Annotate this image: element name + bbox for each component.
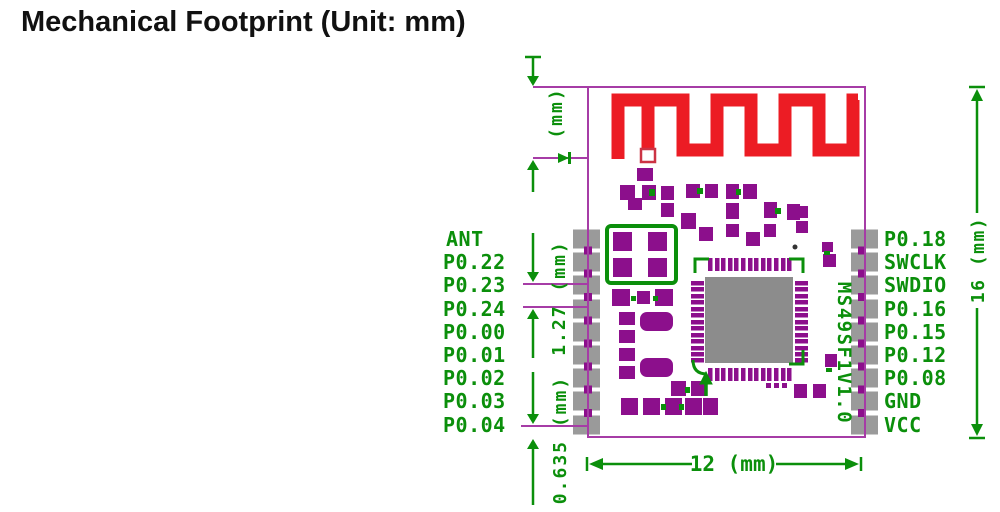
pin-label-gnd: GND	[884, 389, 922, 413]
component-pads	[612, 168, 837, 415]
antenna-trace	[611, 93, 860, 159]
pin-label-p001: P0.01	[443, 343, 506, 367]
module-silkscreen-label: MS49SF1V1.0	[833, 281, 855, 425]
crystal-footprint	[605, 224, 678, 285]
pin-label-p000: P0.00	[443, 320, 506, 344]
pin-label-vcc: VCC	[884, 413, 922, 437]
dimension-bottom	[585, 457, 863, 471]
pin-label-p024: P0.24	[443, 297, 506, 321]
pin-label-p022: P0.22	[443, 250, 506, 274]
pin-label-p002: P0.02	[443, 366, 506, 390]
pin-label-p012: P0.12	[884, 343, 947, 367]
pin-label-p008: P0.08	[884, 366, 947, 390]
pin-label-p016: P0.16	[884, 297, 947, 321]
dim-label-antenna-unit: (mm)	[546, 87, 567, 139]
antenna-feed-pad	[639, 147, 657, 164]
pin-label-ant: ANT	[446, 227, 484, 251]
dim-label-bottom-offset: 0.635 (mm)	[550, 375, 571, 505]
pin-label-p003: P0.03	[443, 389, 506, 413]
pin-label-p004: P0.04	[443, 413, 506, 437]
pin1-dot	[792, 244, 798, 250]
dim-label-board-height: 16 (mm)	[968, 216, 989, 304]
pin-label-p015: P0.15	[884, 320, 947, 344]
main-chip	[691, 257, 808, 396]
dimension-right	[969, 85, 985, 440]
dim-label-pad-pitch: 1.27 (mm)	[549, 240, 570, 356]
pin-label-p023: P0.23	[443, 273, 506, 297]
edge-pads-left	[573, 229, 600, 435]
pin-label-swclk: SWCLK	[884, 250, 947, 274]
dim-label-board-width: 12 (mm)	[689, 452, 779, 476]
pin-label-swdio: SWDIO	[884, 273, 947, 297]
page-title: Mechanical Footprint (Unit: mm)	[21, 6, 466, 38]
assembly-marks	[558, 152, 832, 410]
pin-label-p018: P0.18	[884, 227, 947, 251]
pin1-arrow-icon	[699, 370, 713, 396]
dimension-left	[525, 55, 541, 505]
